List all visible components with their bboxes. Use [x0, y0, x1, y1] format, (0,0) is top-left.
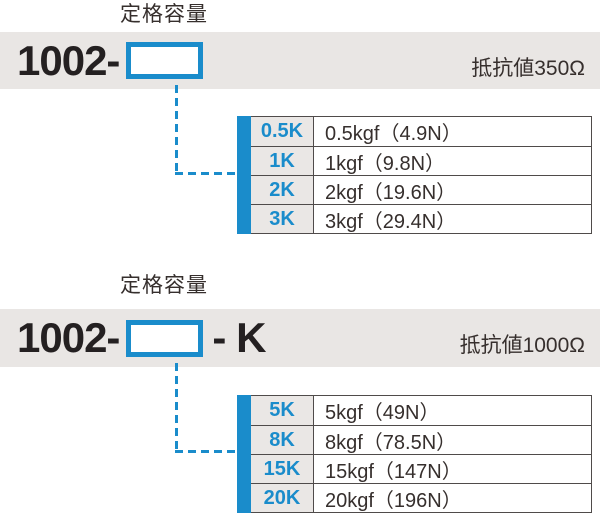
- capacity-placeholder-box: [126, 42, 204, 79]
- capacity-code-cell: 5K: [251, 396, 314, 425]
- capacity-code-cell: 8K: [251, 426, 314, 454]
- model-code: 1002-: [17, 32, 212, 89]
- capacity-value-cell: 2kgf（19.6N）: [325, 181, 457, 204]
- table-accent-bar: [237, 116, 251, 234]
- model-prefix-text: 1002-: [17, 36, 120, 84]
- capacity-value-cell: 15kgf（147N）: [325, 460, 462, 483]
- connector-line-horizontal: [175, 172, 238, 175]
- resistance-value-label: 抵抗値1000Ω: [459, 334, 585, 357]
- capacity-value-cell: 5kgf（49N）: [325, 402, 440, 424]
- capacity-code-cell: 15K: [251, 455, 314, 483]
- rated-capacity-label: 定格容量: [120, 274, 208, 297]
- table-row: 15K 15kgf（147N）: [251, 454, 591, 483]
- table-row: 3K 3kgf（29.4N）: [251, 204, 591, 233]
- table-rows: 0.5K 0.5kgf（4.9N） 1K 1kgf（9.8N） 2K 2kgf（…: [251, 116, 592, 234]
- model-prefix-text: 1002-: [17, 314, 120, 361]
- table-row: 2K 2kgf（19.6N）: [251, 175, 591, 204]
- capacity-code-cell: 3K: [251, 205, 314, 233]
- capacity-value-cell: 8kgf（78.5N）: [325, 431, 457, 454]
- model-band: 1002- 抵抗値350Ω: [0, 32, 600, 89]
- table-row: 0.5K 0.5kgf（4.9N）: [251, 117, 591, 146]
- table-row: 5K 5kgf（49N）: [251, 396, 591, 425]
- table-row: 20K 20kgf（196N）: [251, 483, 591, 512]
- capacity-code-cell: 2K: [251, 176, 314, 204]
- capacity-code-cell: 1K: [251, 147, 314, 175]
- resistance-value-label: 抵抗値350Ω: [471, 56, 585, 80]
- table-accent-bar: [237, 395, 251, 513]
- capacity-code-cell: 0.5K: [251, 117, 314, 146]
- rated-capacity-label: 定格容量: [120, 3, 208, 26]
- model-code: 1002- - K: [17, 309, 266, 367]
- capacity-placeholder-box: [126, 319, 204, 357]
- table-row: 8K 8kgf（78.5N）: [251, 425, 591, 454]
- model-suffix-text: - K: [212, 314, 266, 361]
- capacity-table: 0.5K 0.5kgf（4.9N） 1K 1kgf（9.8N） 2K 2kgf（…: [237, 116, 592, 234]
- model-band: 1002- - K 抵抗値1000Ω: [0, 309, 600, 367]
- capacity-value-cell: 3kgf（29.4N）: [325, 210, 457, 233]
- capacity-value-cell: 0.5kgf（4.9N）: [325, 123, 462, 145]
- capacity-table: 5K 5kgf（49N） 8K 8kgf（78.5N） 15K 15kgf（14…: [237, 395, 592, 513]
- connector-line-vertical: [175, 85, 178, 172]
- table-row: 1K 1kgf（9.8N）: [251, 146, 591, 175]
- connector-line-horizontal: [175, 450, 238, 453]
- capacity-code-cell: 20K: [251, 484, 314, 512]
- capacity-value-cell: 1kgf（9.8N）: [325, 152, 446, 175]
- capacity-value-cell: 20kgf（196N）: [325, 489, 462, 512]
- table-rows: 5K 5kgf（49N） 8K 8kgf（78.5N） 15K 15kgf（14…: [251, 395, 592, 513]
- connector-line-vertical: [175, 363, 178, 450]
